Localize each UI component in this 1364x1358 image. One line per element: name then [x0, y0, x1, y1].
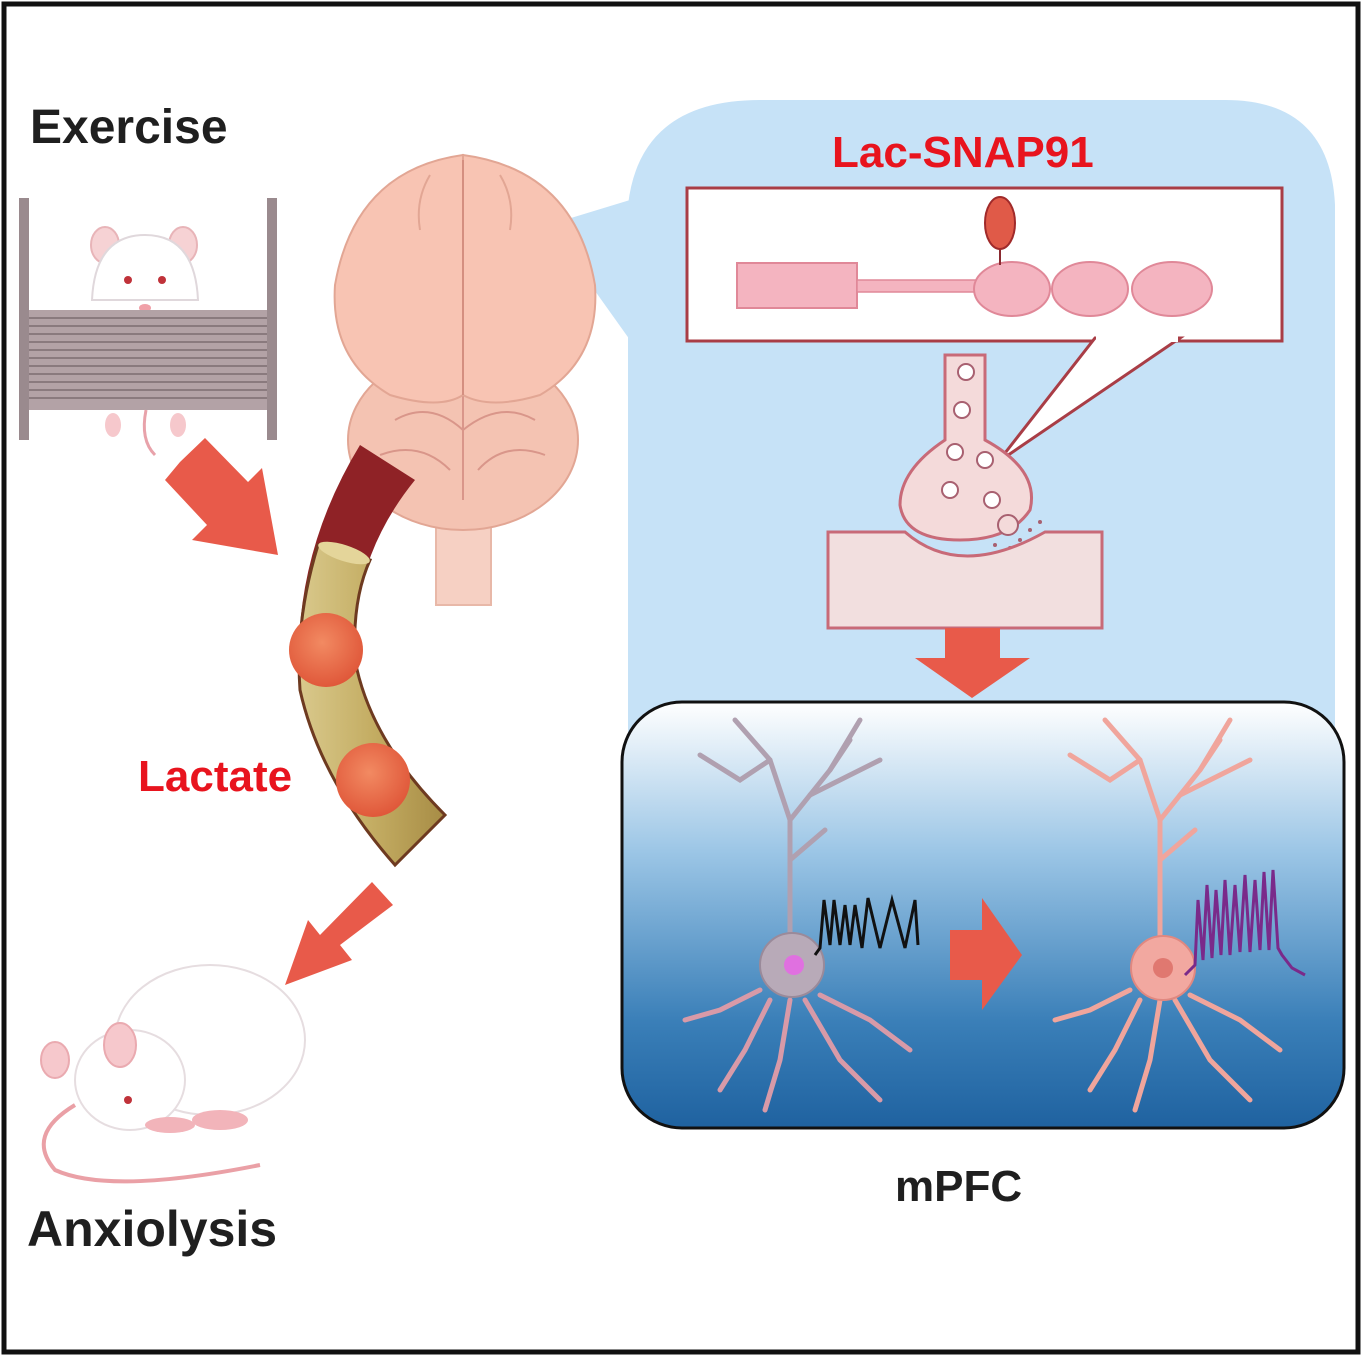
spike-trace-baseline	[813, 894, 920, 956]
arrow-icon	[285, 882, 393, 985]
lactate-particle	[289, 613, 363, 687]
blood-vessel-icon	[289, 445, 448, 868]
arrow-icon	[915, 628, 1030, 698]
curled-mouse-icon	[40, 964, 306, 1184]
neuron-icon	[1052, 717, 1283, 1113]
arrow-icon	[950, 898, 1022, 1010]
treadmill-mouse-icon	[19, 198, 277, 457]
lactate-label: Lactate	[138, 752, 293, 801]
lactylation-mark-icon	[984, 196, 1016, 250]
spike-trace-enhanced	[1183, 869, 1306, 977]
exercise-label: Exercise	[30, 101, 228, 154]
mpfc-label: mPFC	[895, 1162, 1023, 1211]
lactate-particle	[336, 743, 410, 817]
synapse-icon	[826, 353, 1104, 630]
anxiolysis-label: Anxiolysis	[27, 1201, 278, 1257]
neuron-icon	[682, 717, 913, 1113]
arrow-icon	[165, 438, 278, 555]
snap91-protein-icon	[736, 196, 1213, 317]
lac-snap91-label: Lac-SNAP91	[832, 128, 1094, 177]
